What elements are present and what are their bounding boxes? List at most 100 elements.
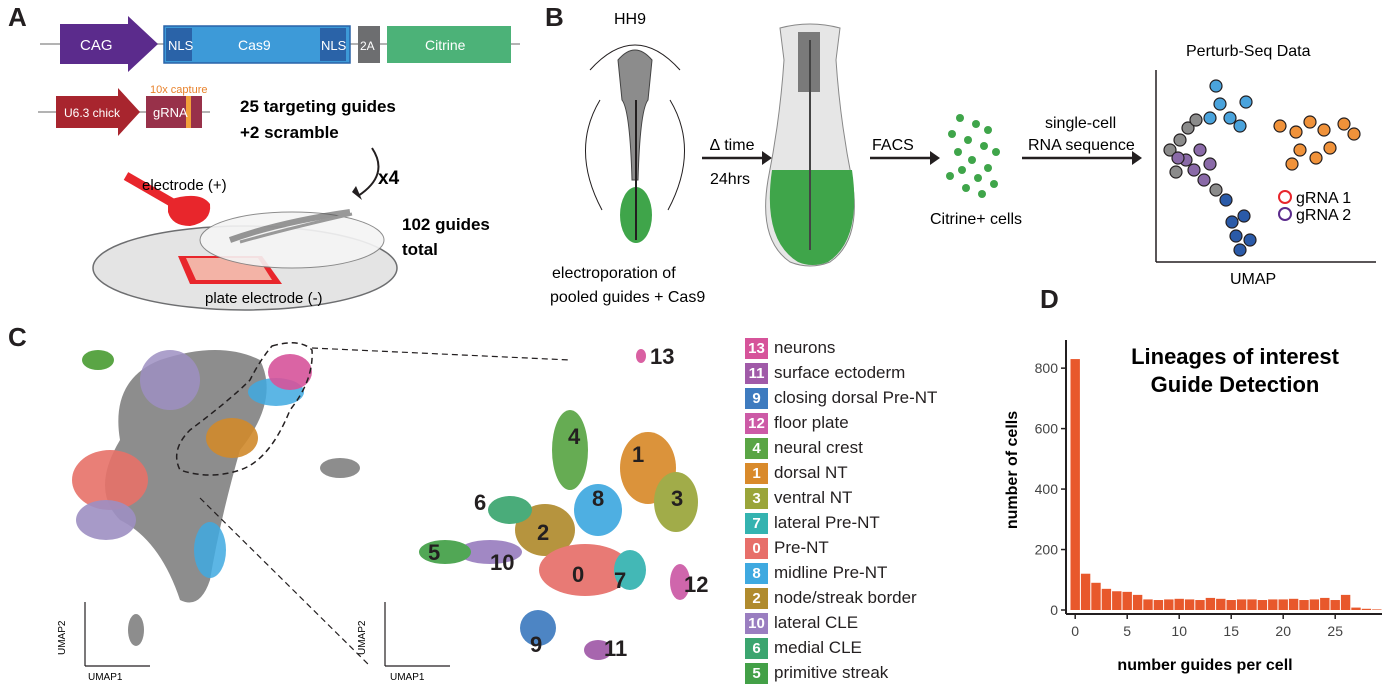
overview-umap — [72, 342, 360, 646]
legend-swatch: 7 — [745, 512, 768, 534]
legend-label: floor plate — [774, 413, 849, 432]
bar-3 — [1101, 588, 1112, 610]
cluster-label-7: 7 — [614, 568, 626, 593]
cluster-label-4: 4 — [568, 424, 581, 449]
u6-promoter-arrow — [56, 88, 140, 136]
bar-23 — [1309, 599, 1320, 610]
bar-24 — [1320, 597, 1330, 610]
perturb-umap-dots — [1163, 79, 1361, 257]
plate-electrode-label: plate electrode (-) — [205, 290, 323, 307]
panel-letter-b: B — [545, 2, 564, 32]
legend-swatch: 2 — [745, 587, 768, 609]
cag-promoter-arrow — [60, 16, 158, 72]
cluster-label-3: 3 — [671, 486, 683, 511]
legend-row: 8 midline Pre-NT — [745, 562, 887, 584]
electroporation-line1: electroporation of — [552, 265, 676, 282]
legend-label: lateral CLE — [774, 613, 859, 632]
legend-label: neurons — [774, 338, 836, 357]
panel-letter-a: A — [8, 2, 27, 32]
grna-label: gRNA — [153, 105, 188, 120]
y-tick-label: 400 — [1035, 481, 1059, 497]
bar-18 — [1257, 600, 1268, 610]
umap1-label-right: UMAP1 — [390, 672, 425, 683]
legend-swatch: 5 — [745, 662, 768, 684]
cluster-label-8: 8 — [592, 486, 604, 511]
bar-14 — [1216, 598, 1226, 610]
cluster-label-0: 0 — [572, 562, 584, 587]
legend-label: node/streak border — [774, 588, 917, 607]
cas9-block — [163, 25, 351, 64]
chart-y-label: number of cells — [1004, 411, 1021, 529]
chart-title-line1: Lineages of interest — [1131, 344, 1340, 369]
citrine-cells-label: Citrine+ cells — [930, 211, 1022, 228]
nls-label-1: NLS — [168, 38, 194, 53]
multiply-arrow — [357, 147, 380, 197]
grna2-label: gRNA 2 — [1296, 207, 1351, 224]
legend-row: 6 medial CLE — [745, 637, 862, 659]
zoom-region-outline — [175, 342, 313, 476]
legend-row: 7 lateral Pre-NT — [745, 512, 880, 534]
legend-row: 0 Pre-NT — [745, 537, 829, 559]
bar-9 — [1164, 599, 1174, 610]
bar-10 — [1174, 598, 1184, 610]
y-tick-label: 200 — [1035, 542, 1059, 558]
bar-20 — [1278, 599, 1288, 610]
bar-12 — [1195, 600, 1205, 610]
bar-6 — [1132, 594, 1143, 610]
legend-swatch: 13 — [745, 337, 768, 359]
bar-21 — [1288, 598, 1299, 610]
embryo-outline — [199, 211, 385, 269]
legend-swatch: 11 — [745, 362, 768, 384]
legend-row: 11 surface ectoderm — [745, 362, 905, 384]
legend-row: 2 node/streak border — [745, 587, 917, 609]
bar-26 — [1340, 594, 1351, 610]
legend-label: dorsal NT — [774, 463, 848, 482]
bar-15 — [1226, 600, 1236, 610]
bar-8 — [1153, 600, 1164, 610]
perturb-seq-title: Perturb-Seq Data — [1186, 43, 1311, 60]
bar-11 — [1184, 599, 1195, 610]
legend-label: medial CLE — [774, 638, 862, 657]
y-tick-label: 0 — [1050, 602, 1058, 618]
citrine-label: Citrine — [425, 37, 466, 53]
bar-19 — [1268, 599, 1278, 610]
x-tick-label: 0 — [1071, 623, 1079, 639]
time-hours-label: 24hrs — [710, 171, 750, 188]
electrode-tip — [168, 195, 211, 226]
grna-block — [146, 96, 202, 128]
x-tick-label: 10 — [1171, 623, 1187, 639]
bar-13 — [1205, 597, 1216, 610]
cluster-label-11: 11 — [604, 636, 627, 661]
total-guides-line1: 102 guides — [402, 215, 490, 234]
legend-swatch: 1 — [745, 462, 768, 484]
bar-2 — [1091, 582, 1101, 610]
bar-29 — [1372, 609, 1382, 610]
scramble-text: +2 scramble — [240, 123, 339, 142]
legend-label: closing dorsal Pre-NT — [774, 388, 938, 407]
bar-17 — [1247, 599, 1257, 610]
legend-row: 1 dorsal NT — [745, 462, 848, 484]
bar-27 — [1351, 607, 1361, 610]
umap2-label-right: UMAP2 — [357, 620, 368, 655]
panel-letter-c: C — [8, 322, 27, 352]
panel-a-figure: CAG NLS Cas9 NLS 2A Citrine U6.3 chick g… — [38, 16, 520, 311]
legend-swatch: 0 — [745, 537, 768, 559]
nls-block-2 — [320, 28, 346, 61]
nls-label-2: NLS — [321, 38, 347, 53]
stage-label: HH9 — [614, 11, 646, 28]
bar-4 — [1112, 591, 1122, 610]
legend-label: primitive streak — [774, 663, 889, 682]
x-tick-label: 15 — [1223, 623, 1239, 639]
legend-swatch: 10 — [745, 612, 768, 634]
nls-block-1 — [166, 28, 192, 61]
legend-label: ventral NT — [774, 488, 853, 507]
legend-swatch: 4 — [745, 437, 768, 459]
bar-22 — [1299, 600, 1309, 610]
grna2-legend-marker — [1278, 207, 1292, 221]
cluster-label-10: 10 — [490, 550, 514, 575]
bar-0 — [1070, 359, 1080, 610]
citrine-block — [387, 26, 511, 63]
bar-28 — [1361, 608, 1372, 610]
cluster-label-1: 1 — [632, 442, 644, 467]
legend-swatch: 12 — [745, 412, 768, 434]
